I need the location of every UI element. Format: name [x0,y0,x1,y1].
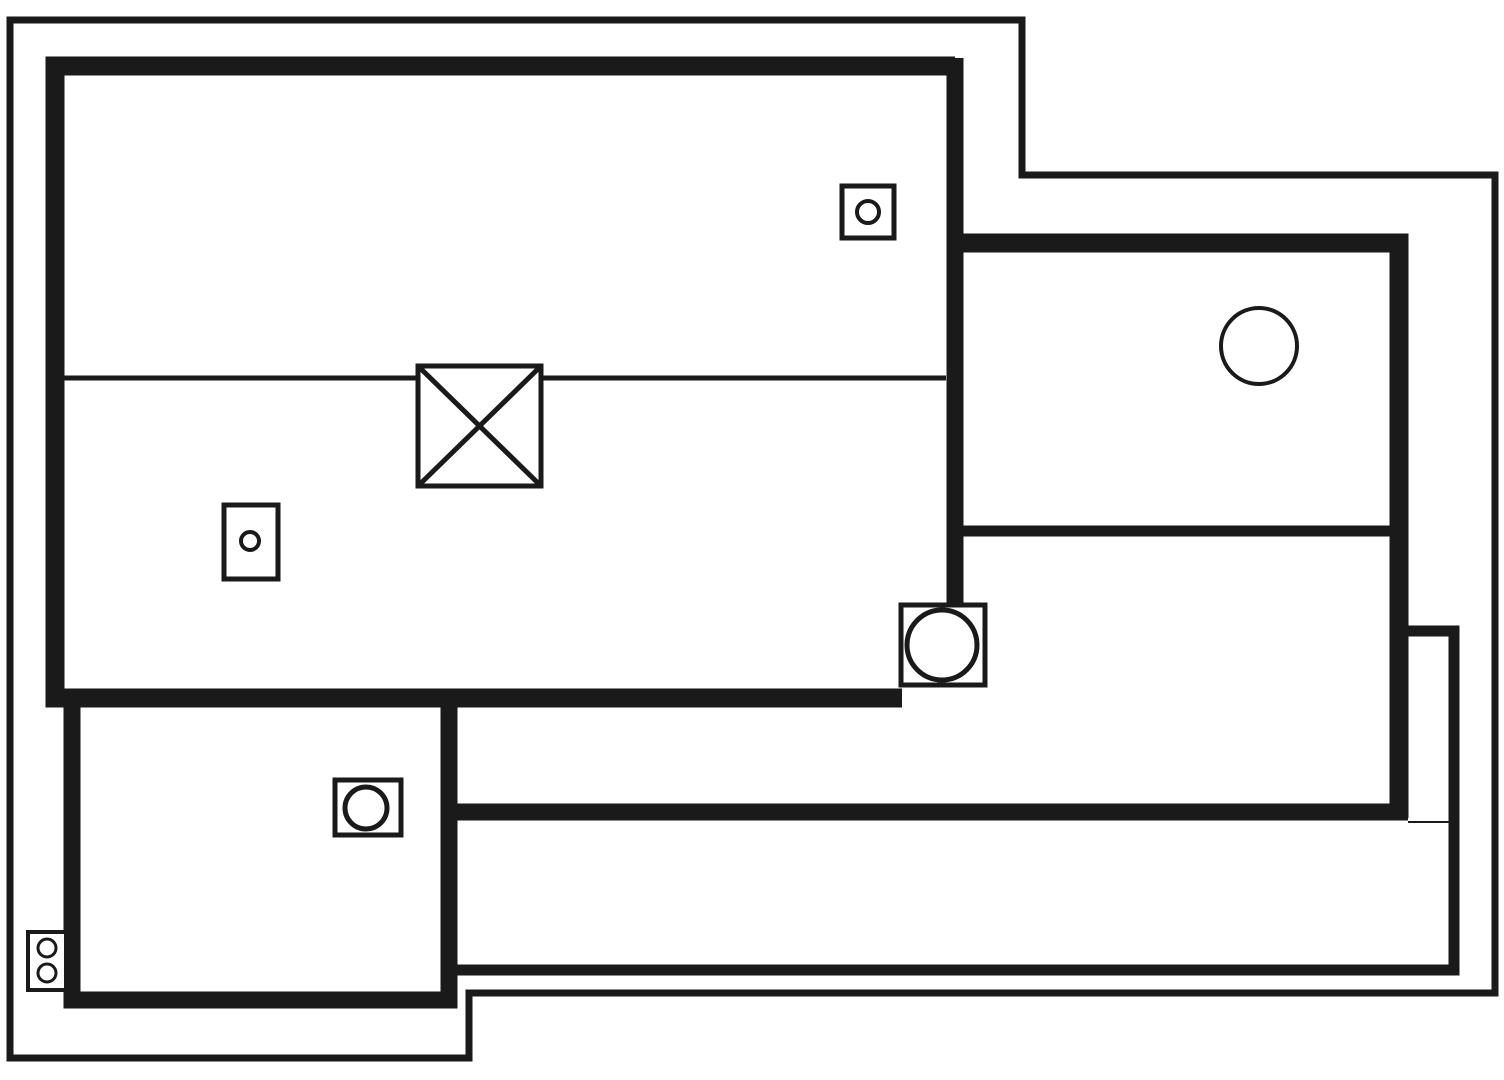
double-outlet-vent-upper-hole [36,937,58,959]
corner-drain [898,602,988,688]
vent-left-hole [239,530,261,552]
main-roof-section [45,56,955,708]
vent-upper-right [839,183,897,241]
lower-left-roof-section [63,698,458,1009]
double-outlet-vent-frame [26,930,68,992]
vent-upper-right-frame [839,183,897,241]
vent-left [221,502,281,582]
bottom-strip-section [449,625,1460,976]
vent-upper-right-hole [855,199,881,225]
vent-lower-left [332,777,404,838]
vent-left-frame [221,502,281,582]
outer-boundary [6,16,1499,1062]
right-upper-roof-section [955,233,1409,818]
double-outlet-vent [26,930,68,992]
corner-drain-outlet [904,607,980,683]
double-outlet-vent-lower-hole [36,962,58,984]
roof-hatch [415,363,544,489]
roof-hatch-cross-b [416,364,543,488]
vent-lower-left-frame [332,777,404,838]
circular-vent-right [1219,306,1299,386]
vent-lower-left-hole [342,784,390,832]
